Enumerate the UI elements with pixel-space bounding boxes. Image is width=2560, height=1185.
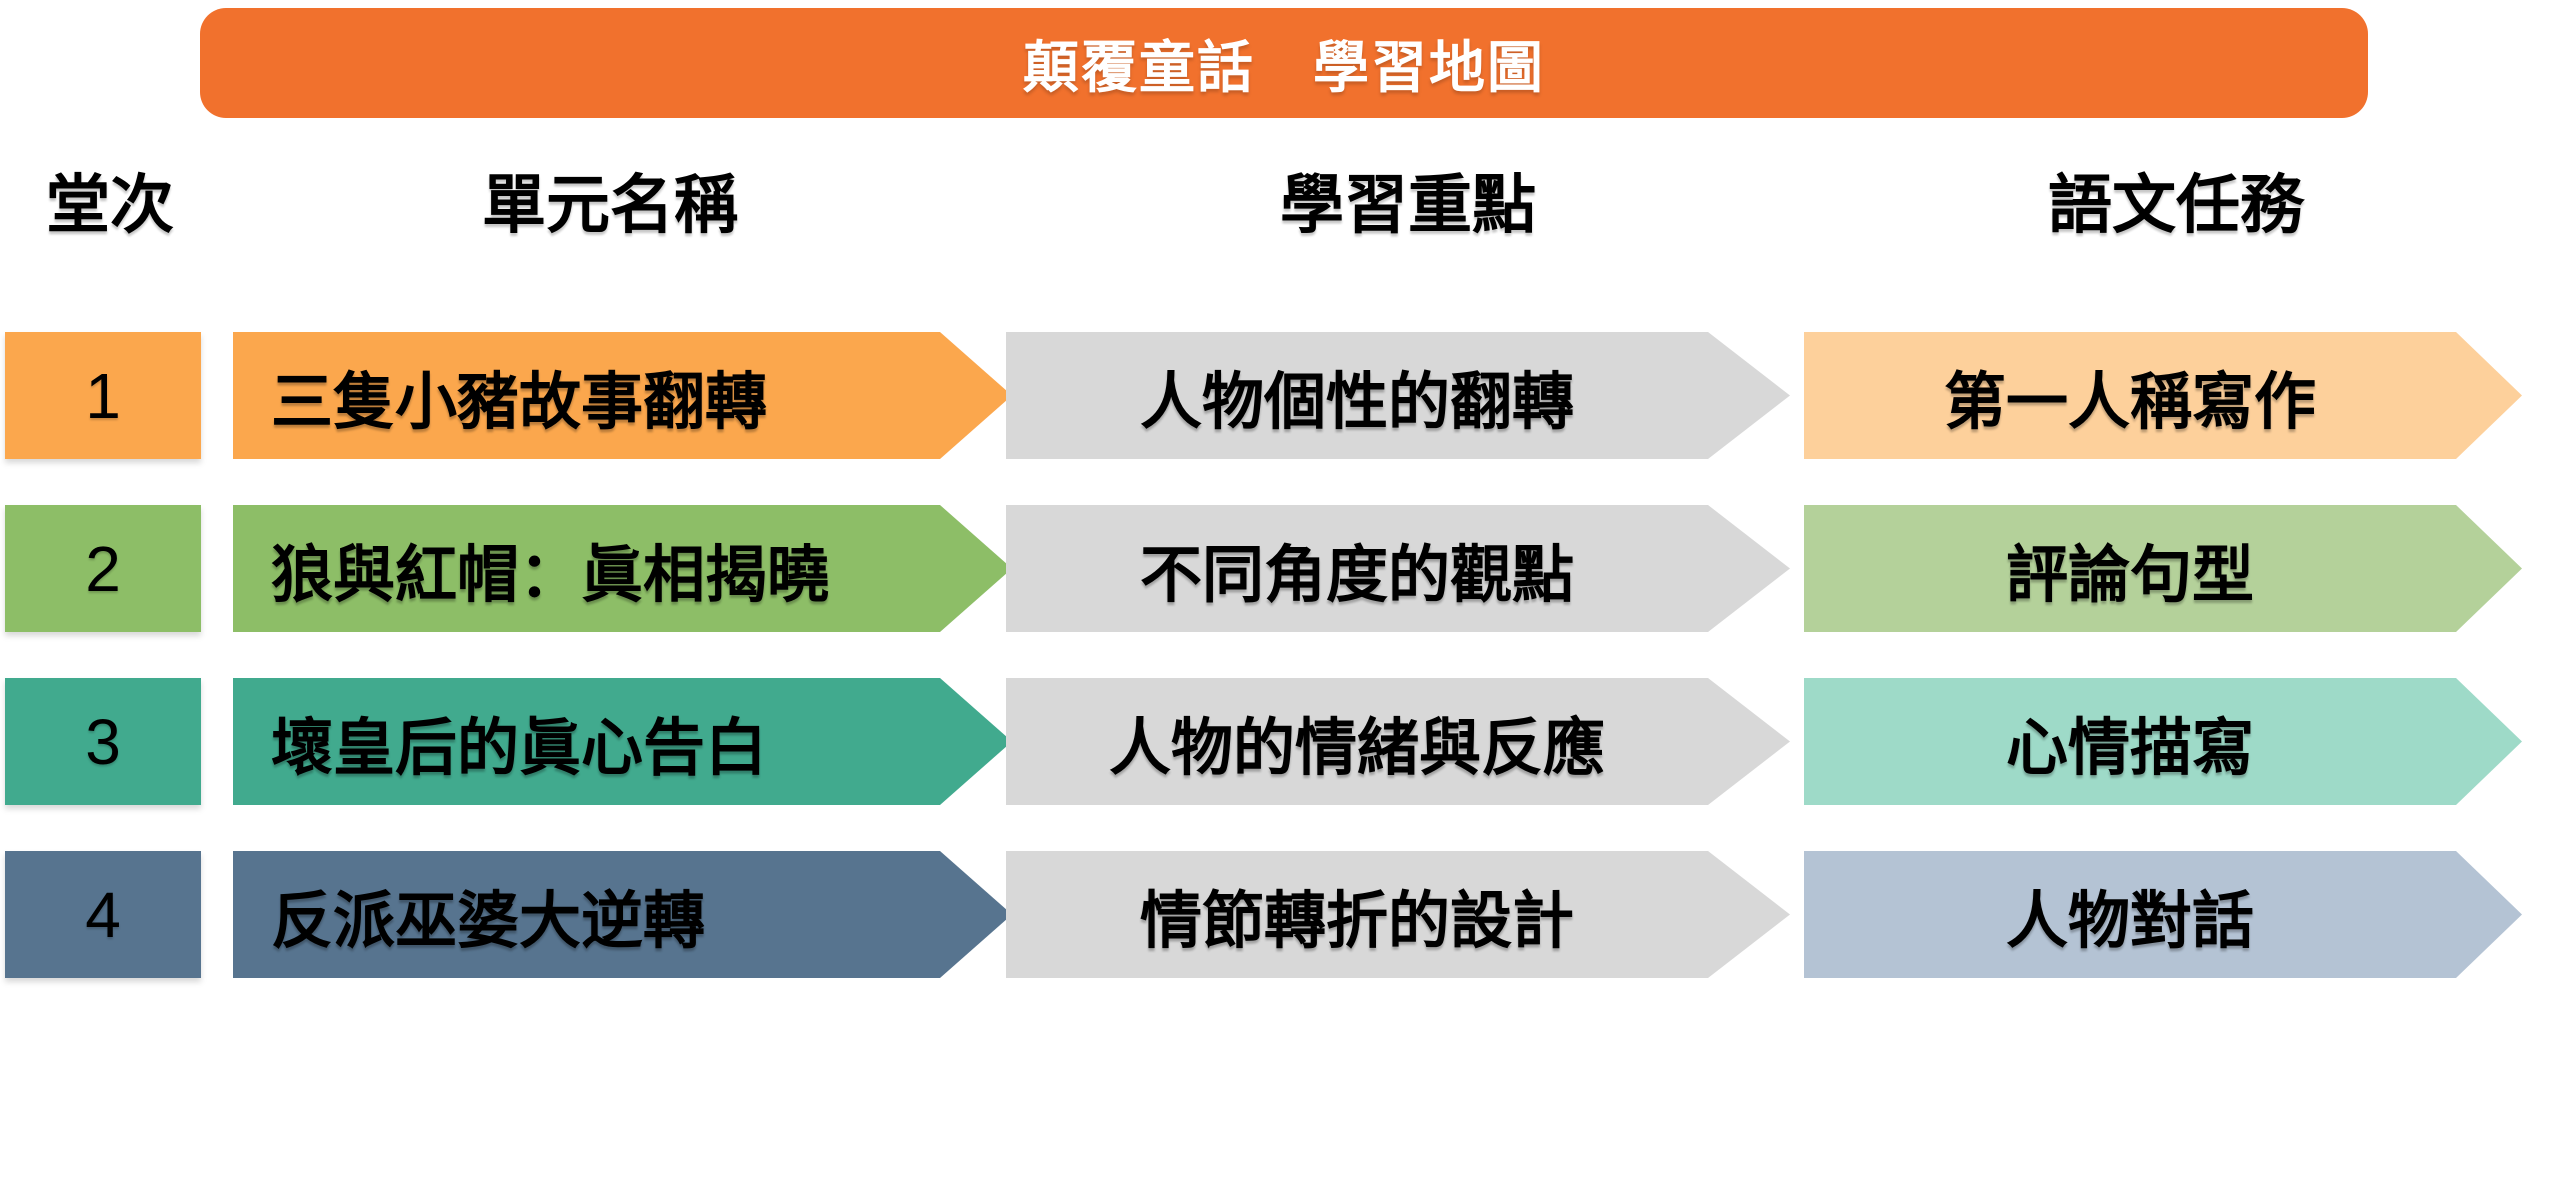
unit-arrow: 反派巫婆大逆轉: [233, 851, 1012, 978]
task-arrow: 人物對話: [1804, 851, 2522, 978]
focus-arrow: 不同角度的觀點: [1006, 505, 1790, 632]
session-number: 1: [85, 359, 121, 432]
unit-arrow: 壞皇后的眞心告白: [233, 678, 1012, 805]
task-arrow: 第一人稱寫作: [1804, 332, 2522, 459]
table-row: 3 壞皇后的眞心告白 人物的情緒與反應 心情描寫: [0, 678, 2560, 805]
session-number-box: 1: [5, 332, 201, 459]
task-label: 人物對話: [2005, 886, 2254, 956]
unit-label: 狼與紅帽：眞相揭曉: [271, 540, 830, 610]
table-row: 2 狼與紅帽：眞相揭曉 不同角度的觀點 評論句型: [0, 505, 2560, 632]
task-label: 第一人稱寫作: [1943, 367, 2316, 437]
task-arrow: 評論句型: [1804, 505, 2522, 632]
session-number: 4: [85, 878, 121, 951]
column-header-session: 堂次: [46, 169, 174, 241]
focus-arrow: 人物個性的翻轉: [1006, 332, 1790, 459]
unit-arrow: 狼與紅帽：眞相揭曉: [233, 505, 1012, 632]
header-banner: 顛覆童話 學習地圖: [200, 8, 2368, 118]
task-label: 心情描寫: [2005, 713, 2254, 783]
unit-label: 三隻小豬故事翻轉: [271, 367, 768, 437]
task-label: 評論句型: [2005, 540, 2254, 610]
unit-label: 壞皇后的眞心告白: [271, 713, 768, 783]
session-number: 2: [85, 532, 121, 605]
session-number-box: 4: [5, 851, 201, 978]
column-header-learning-focus: 學習重點: [1280, 169, 1536, 241]
column-header-unit-name: 單元名稱: [482, 169, 738, 241]
unit-label: 反派巫婆大逆轉: [271, 886, 706, 956]
focus-label: 不同角度的觀點: [1139, 540, 1574, 610]
column-header-language-task: 語文任務: [2048, 169, 2304, 241]
focus-arrow: 情節轉折的設計: [1006, 851, 1790, 978]
focus-arrow: 人物的情緒與反應: [1006, 678, 1790, 805]
focus-label: 情節轉折的設計: [1139, 886, 1574, 956]
focus-label: 人物個性的翻轉: [1139, 367, 1574, 437]
task-arrow: 心情描寫: [1804, 678, 2522, 805]
focus-label: 人物的情緒與反應: [1108, 713, 1605, 783]
session-number-box: 2: [5, 505, 201, 632]
unit-arrow: 三隻小豬故事翻轉: [233, 332, 1012, 459]
table-row: 4 反派巫婆大逆轉 情節轉折的設計 人物對話: [0, 851, 2560, 978]
table-row: 1 三隻小豬故事翻轉 人物個性的翻轉 第一人稱寫作: [0, 332, 2560, 459]
session-number: 3: [85, 705, 121, 778]
page-title: 顛覆童話 學習地圖: [1023, 35, 1545, 99]
session-number-box: 3: [5, 678, 201, 805]
